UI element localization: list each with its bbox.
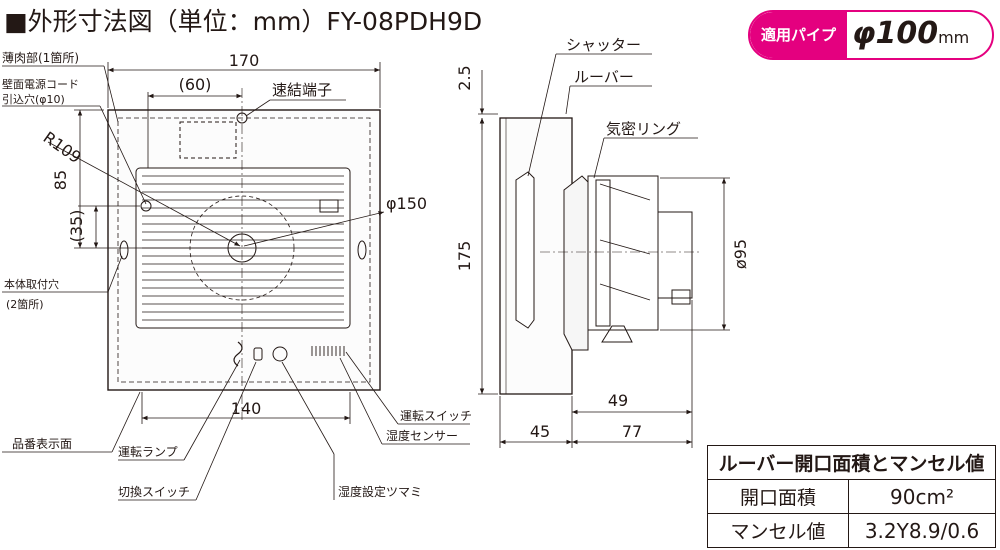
table-cell-value: 90cm²	[848, 479, 996, 514]
label-louver: ルーバー	[574, 68, 634, 86]
dim-85: 85	[51, 170, 70, 190]
table-row: 開口面積 90cm²	[707, 479, 996, 514]
side-label-texts: シャッター ルーバー 気密リング	[566, 36, 681, 138]
label-switch-select: 切換スイッチ	[118, 485, 190, 499]
label-cord-hole-2: 引込穴(φ10)	[2, 92, 65, 106]
dim-45: 45	[530, 422, 550, 441]
label-mount-hole-2: (2箇所)	[6, 297, 44, 311]
label-run-lamp: 運転ランプ	[118, 445, 178, 459]
table-header-row: ルーバー開口面積とマンセル値	[707, 445, 996, 480]
table-header: ルーバー開口面積とマンセル値	[707, 445, 996, 480]
dim-radius: R109	[40, 128, 85, 167]
label-thin-part: 薄肉部(1箇所)	[2, 50, 79, 65]
pipe-size-badge: 適用パイプ φ100mm	[748, 10, 994, 60]
front-view	[107, 88, 381, 420]
pipe-size-label: 適用パイプ	[750, 12, 847, 58]
label-terminal: 速結端子	[272, 81, 332, 99]
table-cell-key: 開口面積	[707, 479, 849, 514]
label-humidity-sensor: 湿度センサー	[386, 428, 458, 443]
dim-175: 175	[455, 241, 474, 272]
label-ring: 気密リング	[606, 120, 681, 138]
dim-width: 170	[229, 51, 260, 70]
label-run-switch: 運転スイッチ	[400, 409, 472, 423]
table-row: マンセル値 3.2Y8.9/0.6	[707, 513, 996, 548]
dim-77: 77	[622, 422, 642, 441]
label-humidity-knob: 湿度設定ツマミ	[338, 484, 422, 499]
label-shutter: シャッター	[566, 36, 641, 54]
dim-phi95: ø95	[731, 239, 750, 269]
label-part-number: 品番表示面	[12, 437, 72, 451]
side-dimensions	[478, 70, 730, 448]
louver-spec-table: ルーバー開口面積とマンセル値 開口面積 90cm² マンセル値 3.2Y8.9/…	[707, 445, 996, 548]
label-cord-hole-1: 壁面電源コード	[2, 77, 79, 91]
table-cell-key: マンセル値	[707, 513, 849, 548]
table-cell-value: 3.2Y8.9/0.6	[848, 513, 996, 548]
dim-35: (35)	[67, 210, 86, 243]
label-mount-hole-1: 本体取付穴	[4, 277, 59, 291]
front-label-texts: 薄肉部(1箇所) 壁面電源コード 引込穴(φ10) 速結端子 本体取付穴 (2箇…	[2, 50, 472, 499]
page-title: ■外形寸法図（単位：mm）FY-08PDH9D	[4, 7, 483, 36]
side-leaders	[527, 53, 698, 179]
pipe-size-value: φ100mm	[852, 16, 970, 51]
dim-2-5: 2.5	[455, 65, 474, 90]
front-leaders	[2, 65, 470, 501]
side-dimension-texts: 2.5 175 ø95 49 45 77	[455, 65, 750, 441]
dim-offset: (60)	[179, 75, 212, 94]
dim-140: 140	[231, 399, 262, 418]
side-view	[499, 117, 700, 395]
dim-49: 49	[608, 391, 628, 410]
front-dimensions	[47, 62, 385, 424]
dim-phi150: φ150	[386, 194, 427, 213]
